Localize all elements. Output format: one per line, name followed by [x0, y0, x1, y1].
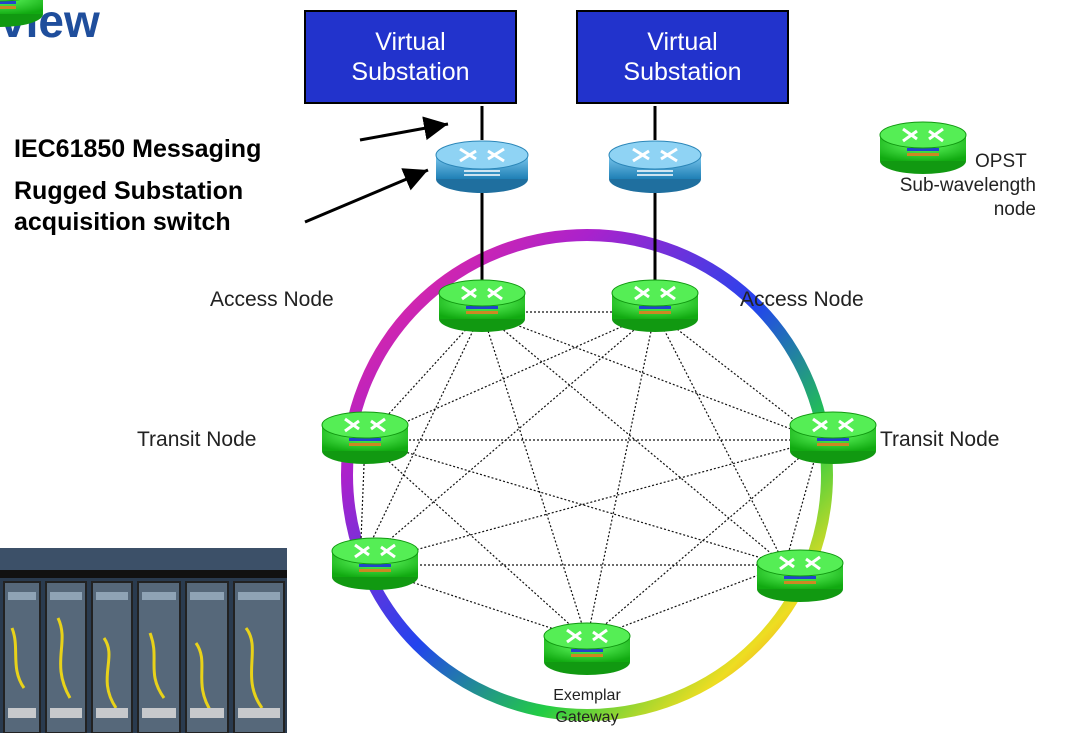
switch-label-line2: acquisition switch — [14, 208, 231, 236]
messaging-label: IEC61850 Messaging — [14, 135, 262, 163]
vs-label-line1: Virtual — [647, 28, 718, 56]
switch-label-line1: Rugged Substation — [14, 177, 244, 205]
opst-node-icon — [330, 536, 420, 592]
access-node-label-left: Access Node — [210, 288, 334, 311]
opst-node-icon — [0, 0, 43, 27]
opst-node-icon — [788, 410, 878, 466]
opst-node-icon — [542, 621, 632, 677]
mesh-links — [356, 308, 822, 642]
opst-node-icon — [610, 278, 700, 334]
vs-label-line1: Virtual — [375, 28, 446, 56]
legend-label-line1: OPST — [975, 151, 1027, 172]
opst-node-icon — [437, 278, 527, 334]
gateway-label-line2: Gateway — [555, 709, 619, 726]
gateway-label-line1: Exemplar — [553, 687, 621, 704]
switch-icon — [608, 140, 702, 193]
equipment-rack-photo — [0, 548, 287, 733]
vs-label-line2: Substation — [351, 58, 470, 86]
transit-node-label-left: Transit Node — [137, 428, 257, 451]
legend-label-line2: Sub-wavelength — [899, 175, 1036, 196]
optical-ring — [341, 229, 833, 721]
switch-arrow — [304, 168, 429, 224]
transit-node-label-right: Transit Node — [880, 428, 1000, 451]
virtual-substation-box-right: Virtual Substation — [576, 10, 789, 104]
access-node-label-right: Access Node — [740, 288, 864, 311]
opst-node-icon — [755, 548, 845, 604]
legend-node-icon — [878, 120, 968, 176]
legend-label-line3: node — [993, 199, 1036, 220]
vs-label-line2: Substation — [623, 58, 742, 86]
virtual-substation-box-left: Virtual Substation — [304, 10, 517, 104]
messaging-arrow — [359, 116, 449, 142]
switch-icon — [435, 140, 529, 193]
opst-node-icon — [320, 410, 410, 466]
